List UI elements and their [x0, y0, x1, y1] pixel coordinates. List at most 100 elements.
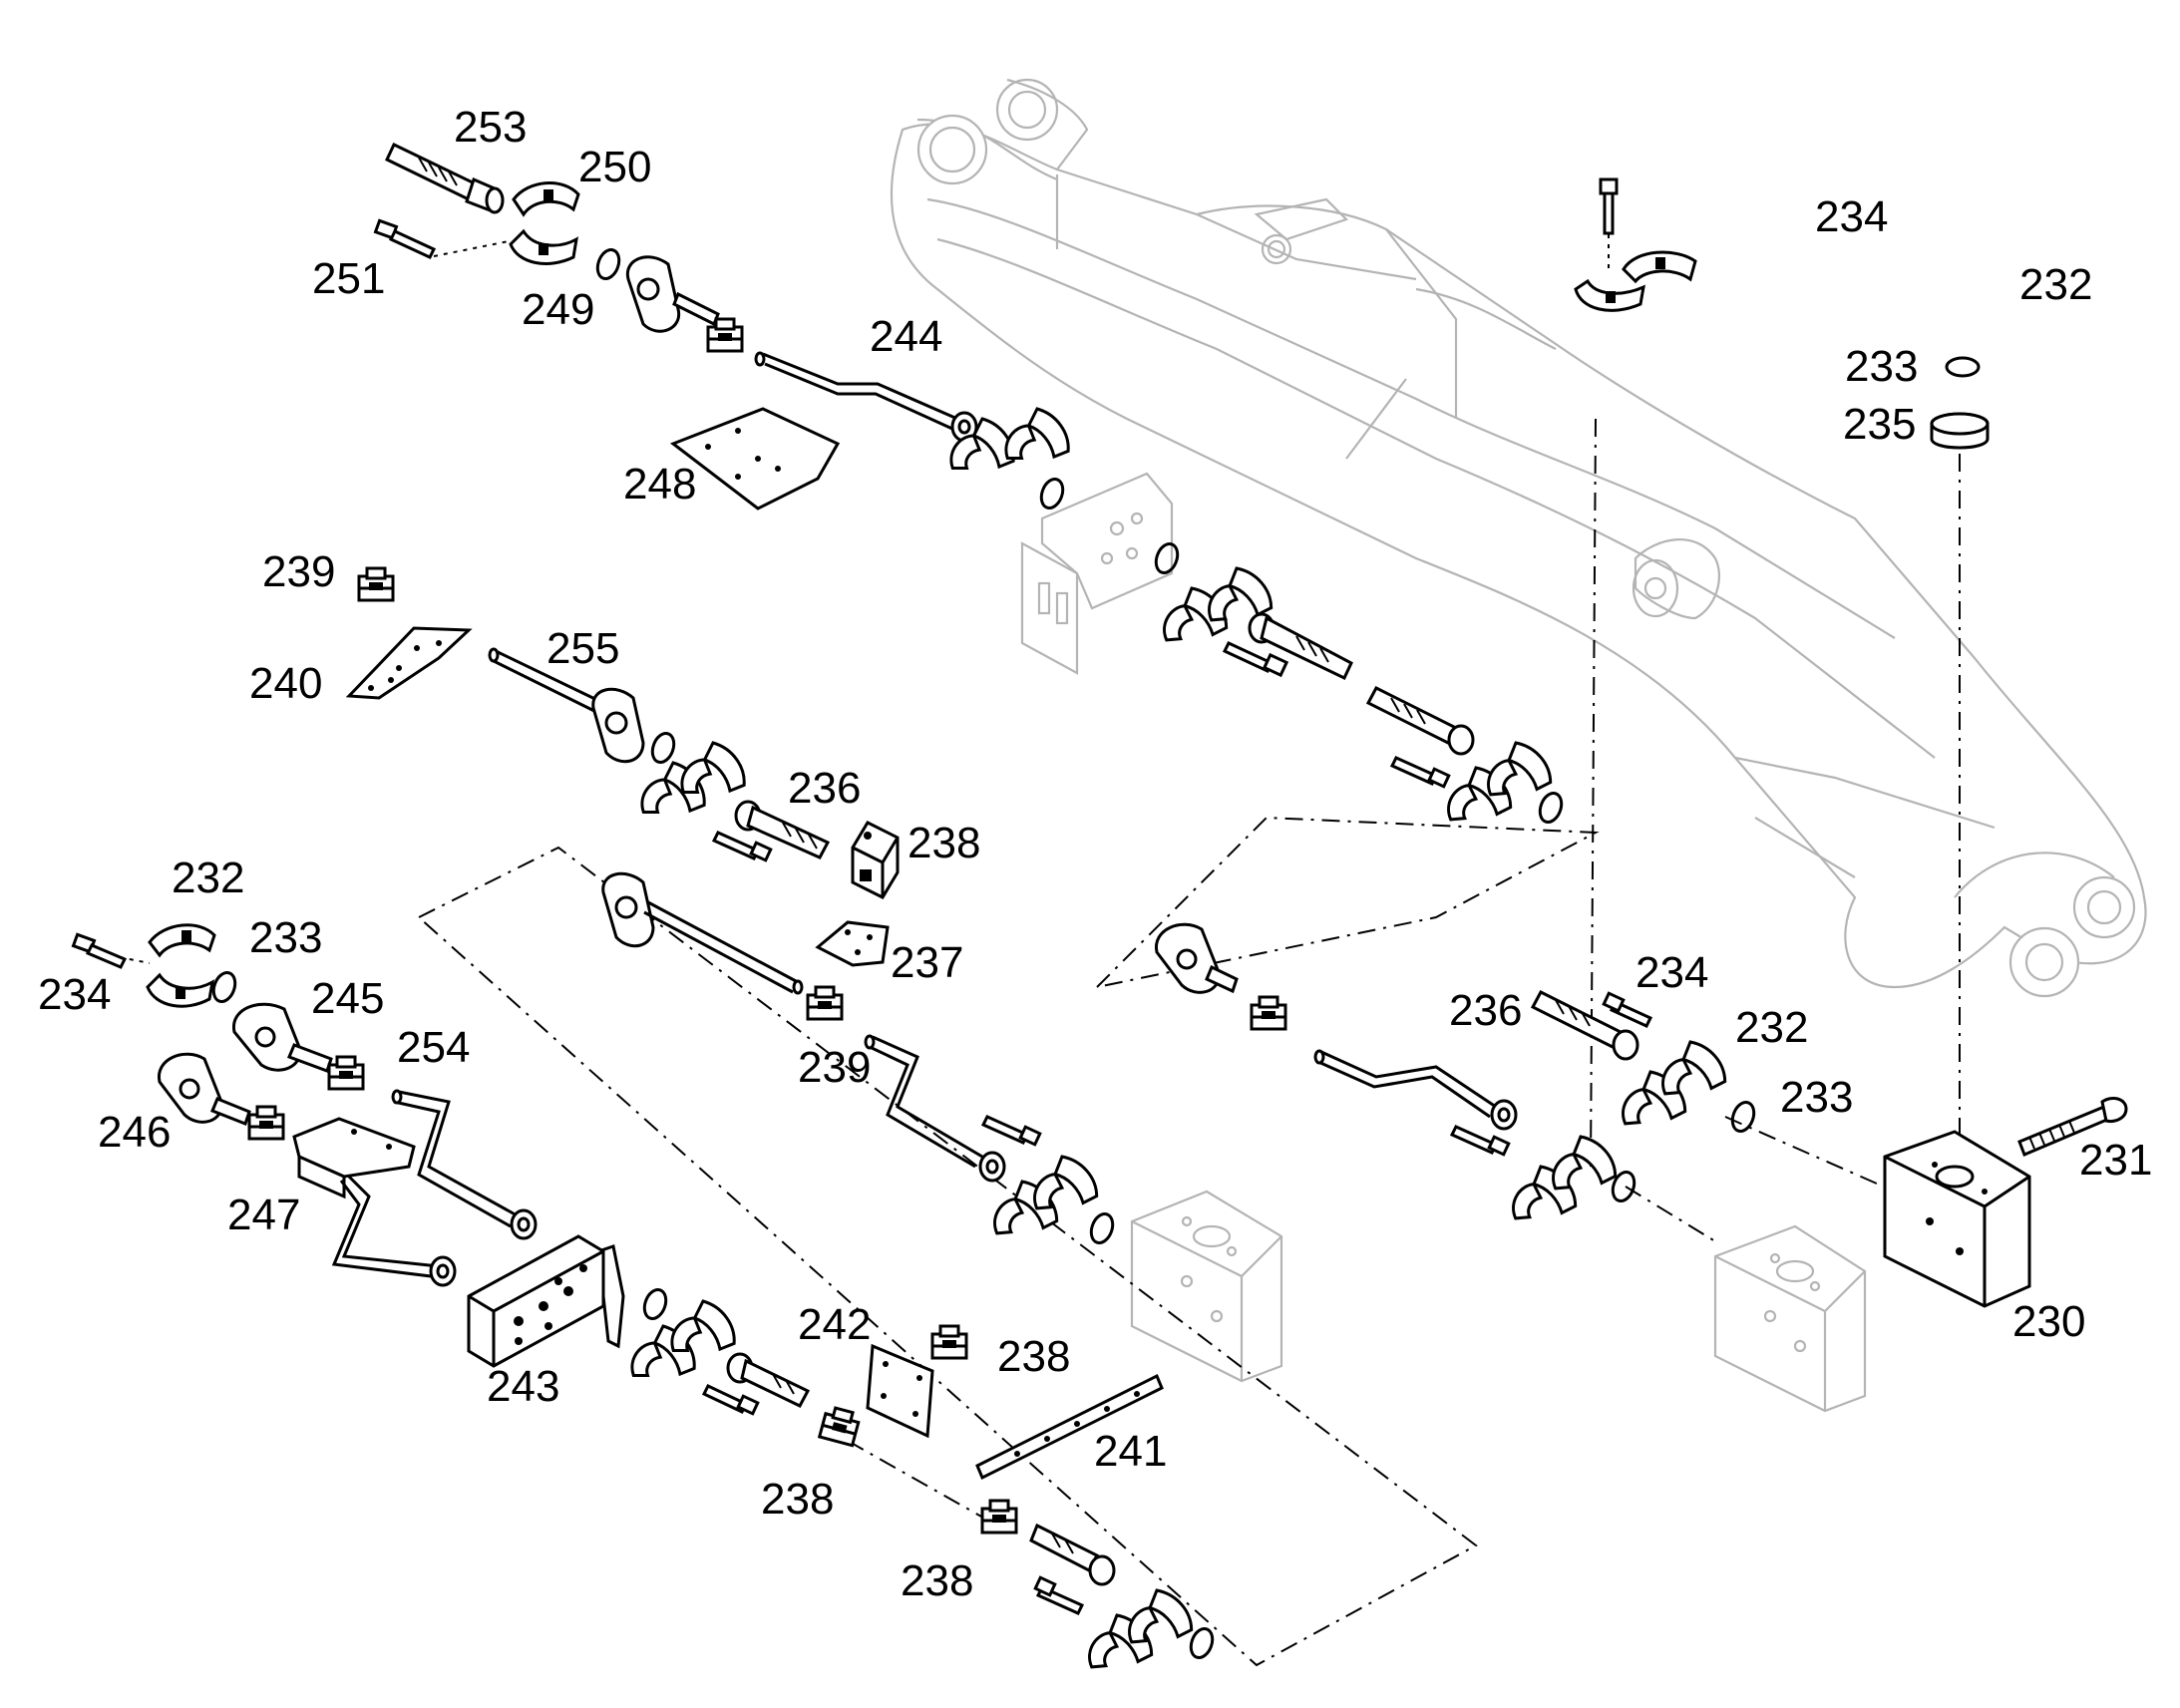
- callout-234-right: 234: [1635, 948, 1708, 997]
- callout-238-c: 238: [761, 1475, 834, 1524]
- split-flange-d: [1478, 737, 1561, 821]
- flange-pipe-right: [1155, 922, 1239, 994]
- screw-251: [373, 218, 437, 259]
- o-ring-255: [650, 731, 676, 765]
- clamp-239-top: [357, 566, 395, 602]
- boom-arm-outline: [890, 78, 2147, 998]
- o-ring-right-lower: [1611, 1170, 1636, 1203]
- hose-253: [385, 142, 505, 214]
- pipe-239-bend: [864, 1034, 1006, 1183]
- callout-232-top: 232: [2019, 260, 2092, 309]
- callout-253: 253: [454, 103, 527, 152]
- hose-bottom-b: [1029, 1523, 1116, 1586]
- split-flange-244b: [995, 403, 1080, 487]
- callout-238-b: 238: [997, 1332, 1070, 1381]
- split-flange-232-left: [146, 923, 216, 1008]
- screw-234-top: [1599, 177, 1619, 235]
- valve-block-ghost-2: [1713, 1224, 1867, 1413]
- clamp-right: [1250, 995, 1287, 1031]
- o-ring-middle: [1089, 1211, 1115, 1245]
- pipe-247: [331, 1175, 457, 1287]
- callout-233-right: 233: [1780, 1073, 1853, 1122]
- o-ring-233-right: [1730, 1100, 1756, 1134]
- screw-236-left: [711, 831, 773, 862]
- callout-231: 231: [2079, 1136, 2152, 1185]
- o-ring-233-top: [1945, 356, 1981, 378]
- callout-255: 255: [546, 624, 619, 673]
- o-ring-249: [595, 247, 621, 281]
- strip-241: [975, 1373, 1164, 1481]
- callout-236-left: 236: [788, 764, 861, 813]
- callout-240: 240: [249, 659, 322, 708]
- callout-233-left: 233: [249, 913, 322, 962]
- flange-pipe-245: [232, 1002, 333, 1073]
- callout-242: 242: [798, 1300, 871, 1349]
- hose-236-left: [734, 800, 831, 859]
- flange-pipe-249: [625, 255, 720, 333]
- hose-236-right: [1530, 990, 1639, 1061]
- plate-242: [866, 1343, 934, 1439]
- plug-235: [1930, 412, 1990, 450]
- callout-234-left: 234: [38, 970, 111, 1019]
- callout-232-left: 232: [172, 854, 244, 902]
- callout-239-middle: 239: [798, 1043, 871, 1092]
- callout-238-upper: 238: [908, 819, 980, 867]
- screw-middle: [980, 1115, 1042, 1147]
- callout-237: 237: [891, 938, 963, 987]
- bracket-247: [292, 1117, 416, 1199]
- o-ring-233-left: [211, 970, 237, 1004]
- pipe-254: [391, 1089, 538, 1240]
- mounting-bracket-ghost: [1020, 472, 1174, 675]
- hose-bottom-a: [726, 1352, 811, 1408]
- plate-237: [815, 920, 890, 967]
- callout-230: 230: [2012, 1297, 2085, 1346]
- callout-238-d: 238: [901, 1556, 973, 1605]
- split-flange-bottom-d: [1119, 1584, 1202, 1668]
- o-ring-bottom-a: [642, 1287, 668, 1321]
- callout-239-top: 239: [262, 547, 335, 596]
- callout-246: 246: [98, 1108, 171, 1157]
- clamp-246: [247, 1105, 285, 1141]
- clamp-239-middle: [806, 985, 844, 1021]
- valve-block-230: [1883, 1130, 2031, 1308]
- callout-235: 235: [1843, 400, 1916, 449]
- plate-240: [345, 626, 473, 700]
- callout-251: 251: [312, 254, 385, 303]
- pipe-right-bend: [1313, 1049, 1518, 1131]
- callout-236-right: 236: [1449, 986, 1522, 1035]
- split-flange-250: [509, 181, 580, 265]
- screw-b: [1389, 756, 1451, 789]
- callout-250: 250: [578, 143, 651, 191]
- callout-232-right: 232: [1735, 1003, 1808, 1052]
- assembly-leader-lines: [119, 214, 1896, 1667]
- callout-234-top: 234: [1815, 192, 1888, 241]
- bolt-231: [2017, 1097, 2128, 1157]
- callout-248: 248: [623, 460, 696, 509]
- callout-244: 244: [870, 312, 942, 361]
- clamp-238-b: [818, 1404, 863, 1448]
- split-flange-232-top: [1574, 250, 1697, 312]
- callout-245: 245: [311, 974, 384, 1023]
- clamp-254: [327, 1055, 365, 1091]
- screw-bottom-a: [701, 1384, 760, 1416]
- pipe-244: [754, 351, 978, 443]
- screw-a: [1222, 641, 1289, 678]
- o-ring-bottom-b: [1189, 1626, 1215, 1660]
- callout-249: 249: [522, 285, 594, 334]
- clamp-238-a: [930, 1324, 968, 1360]
- callout-247: 247: [227, 1191, 300, 1239]
- callout-233-top: 233: [1845, 342, 1918, 391]
- clamp-238-c: [980, 1499, 1018, 1535]
- callout-243: 243: [487, 1362, 559, 1411]
- callout-labels: 253 250 251 249 244 248 239 240 255 236 …: [38, 103, 2152, 1605]
- o-ring-a: [1154, 541, 1180, 575]
- callout-254: 254: [397, 1023, 470, 1072]
- screw-right-lower: [1449, 1125, 1511, 1157]
- o-ring-b: [1538, 791, 1564, 825]
- pipe-255: [488, 647, 645, 764]
- callout-241: 241: [1094, 1427, 1167, 1476]
- pipe-long-middle: [601, 871, 804, 995]
- screw-234-left: [71, 932, 128, 969]
- flange-pipe-246: [158, 1052, 251, 1126]
